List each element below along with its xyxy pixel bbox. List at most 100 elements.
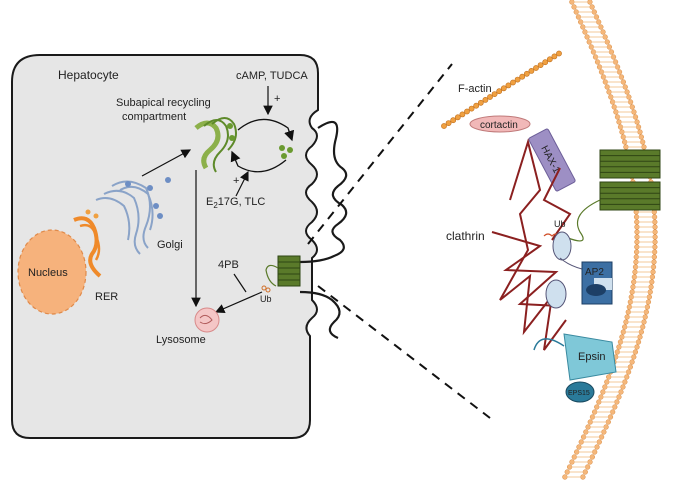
membrane-head [569, 0, 575, 5]
actin-bead [459, 111, 466, 118]
transporter-right [567, 149, 661, 242]
membrane-head [618, 74, 625, 80]
subapical-label-line1: Subapical recycling [116, 97, 211, 109]
membrane-head [598, 394, 604, 400]
membrane-head [632, 114, 639, 120]
f-actin-label: F-actin [458, 83, 492, 95]
membrane-head [649, 279, 655, 285]
adaptor-protein [552, 231, 572, 261]
vesicle-green [287, 147, 293, 153]
membrane-head [617, 339, 624, 345]
actin-bead [528, 68, 535, 74]
membrane-head [582, 469, 588, 475]
membrane-head [629, 289, 635, 295]
actin-bead [519, 73, 526, 80]
membrane-head [651, 259, 657, 265]
membrane-head [637, 334, 643, 340]
membrane-head [566, 464, 573, 470]
membrane-head [598, 69, 605, 75]
plus-mid: + [233, 175, 239, 187]
membrane-head [651, 254, 657, 260]
vesicle-blue [147, 185, 153, 191]
membrane-head [588, 44, 595, 50]
membrane-head [608, 94, 614, 100]
membrane-head [614, 399, 620, 405]
membrane-head [631, 354, 637, 360]
vesicle-blue [165, 177, 171, 183]
ap2-label: AP2 [585, 267, 604, 278]
rer [73, 216, 102, 278]
membrane-head [562, 474, 568, 480]
membrane-head [634, 224, 640, 230]
membrane-head [631, 109, 637, 115]
membrane-head [627, 364, 633, 370]
membrane-head [621, 139, 628, 145]
vesicle-green [227, 123, 233, 129]
ub-chain-left [265, 287, 271, 293]
plus-top: + [274, 93, 280, 105]
membrane-head [616, 69, 623, 75]
actin-bead [505, 82, 512, 89]
cycle-arrow-top [237, 118, 295, 142]
ub-chain-left [261, 285, 267, 291]
membrane-head [587, 419, 593, 425]
membrane-head [596, 64, 603, 70]
actin-bead [496, 88, 503, 95]
membrane-head [608, 49, 615, 55]
golgi-label: Golgi [157, 239, 183, 251]
membrane-head [598, 434, 605, 440]
membrane-head [620, 329, 626, 335]
actin-bead [450, 117, 457, 124]
membrane-head [625, 369, 632, 375]
membrane-head [633, 249, 640, 255]
membrane-head [634, 229, 640, 235]
actin-bead [510, 79, 516, 86]
actin-bead [537, 62, 544, 68]
hax1: HAX-1 [528, 128, 576, 192]
membrane-head [616, 344, 622, 350]
membrane-head [634, 119, 640, 125]
membrane-head [641, 319, 647, 325]
transporter-block [599, 149, 661, 179]
membrane-head [602, 34, 608, 40]
vesicle-green [279, 145, 285, 151]
membrane-head [616, 119, 622, 125]
membrane-head [620, 134, 626, 140]
vesicle-blue [157, 213, 163, 219]
membrane-head [642, 314, 648, 320]
membrane-head [602, 384, 608, 390]
epsin-label: Epsin [578, 351, 606, 363]
nucleus-label: Nucleus [28, 267, 68, 279]
membrane-head [609, 99, 616, 105]
membrane-head [624, 314, 630, 320]
membrane-head [630, 284, 636, 290]
4pb-arrow [233, 273, 247, 293]
4pb-label: 4PB [218, 259, 239, 271]
vesicle-green [281, 153, 287, 159]
actin-bead [514, 76, 521, 83]
recycling-compartment [194, 117, 237, 173]
membrane-head [649, 274, 656, 280]
membrane-head [609, 409, 616, 415]
membrane-head [583, 429, 589, 435]
membrane-head [638, 134, 644, 140]
membrane-head [634, 239, 640, 245]
transporter-to-lysosome-arrow [214, 291, 263, 314]
actin-bead [441, 123, 447, 129]
membrane-head [612, 59, 619, 65]
membrane-head [607, 414, 614, 420]
membrane-head [584, 464, 591, 470]
membrane-head [603, 424, 609, 430]
cycle-arrow-bottom [230, 150, 287, 173]
actin-bead [551, 53, 558, 60]
actin-bead [500, 85, 507, 92]
actin-bead [491, 91, 498, 97]
membrane-head [623, 144, 629, 150]
clathrin-lattice [491, 231, 561, 307]
membrane-head [584, 34, 590, 40]
actin-bead [523, 70, 530, 77]
membrane-head [645, 299, 652, 305]
membrane-head [639, 139, 646, 145]
lysosome [194, 307, 220, 333]
